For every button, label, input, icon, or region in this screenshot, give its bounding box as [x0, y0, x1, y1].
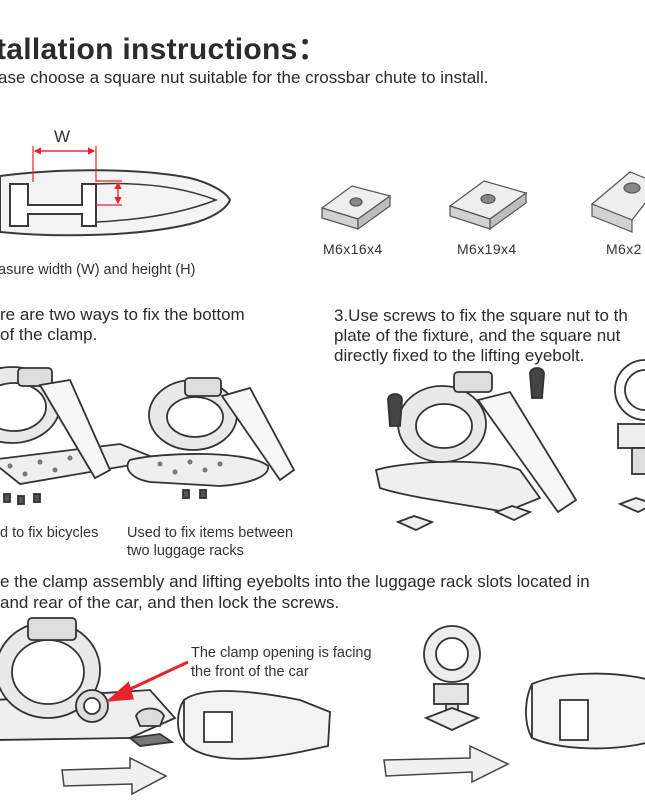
step4-line2: and rear of the car, and then lock the s… — [0, 593, 340, 612]
clamp-drawing-step3 — [374, 359, 645, 531]
nut-m6x19x4 — [448, 180, 528, 231]
step2-line2: of the clamp. — [0, 325, 98, 344]
nut-label-16: M6x16x4 — [323, 241, 383, 257]
crossbar-bottom-right — [525, 672, 645, 750]
caption-luggage-line1: Used to fix items between — [127, 525, 294, 541]
nut-m6x2-large — [590, 171, 645, 233]
step1-text: ase choose a square nut suitable for the… — [0, 68, 489, 87]
eyebolt-bottom — [423, 625, 481, 731]
page-title: tallation instructions： — [0, 33, 328, 66]
step3-line1: 3.Use screws to fix the square nut to th — [334, 306, 628, 325]
nut-m6x16x4 — [320, 185, 392, 231]
step3-line3: directly fixed to the lifting eyebolt. — [334, 346, 585, 365]
caption-bicycles: d to fix bicycles — [0, 525, 99, 541]
direction-arrow-right — [383, 744, 510, 784]
step2-line1: re are two ways to fix the bottom — [0, 305, 245, 324]
callout-arrow — [105, 660, 189, 702]
callout-line2: the front of the car — [191, 664, 309, 680]
caption-luggage-line2: two luggage racks — [127, 543, 244, 559]
width-label: W — [54, 127, 71, 146]
step4-line1: e the clamp assembly and lifting eyebolt… — [0, 572, 590, 591]
clamp-drawing-bicycles — [0, 366, 164, 505]
direction-arrow-left — [61, 756, 168, 796]
clamp-drawing-bottom — [0, 617, 177, 747]
step3-line2: plate of the fixture, and the square nut — [334, 326, 621, 345]
measure-caption: asure width (W) and height (H) — [0, 262, 196, 278]
dimension-lines — [32, 146, 122, 206]
nut-label-19: M6x19x4 — [457, 241, 517, 257]
nut-label-large: M6x2 — [606, 241, 642, 257]
callout-line1: The clamp opening is facing — [191, 645, 372, 661]
clamp-drawing-luggage — [126, 377, 296, 499]
crossbar-profile-drawing — [0, 169, 232, 237]
crossbar-bottom-left — [177, 690, 331, 760]
